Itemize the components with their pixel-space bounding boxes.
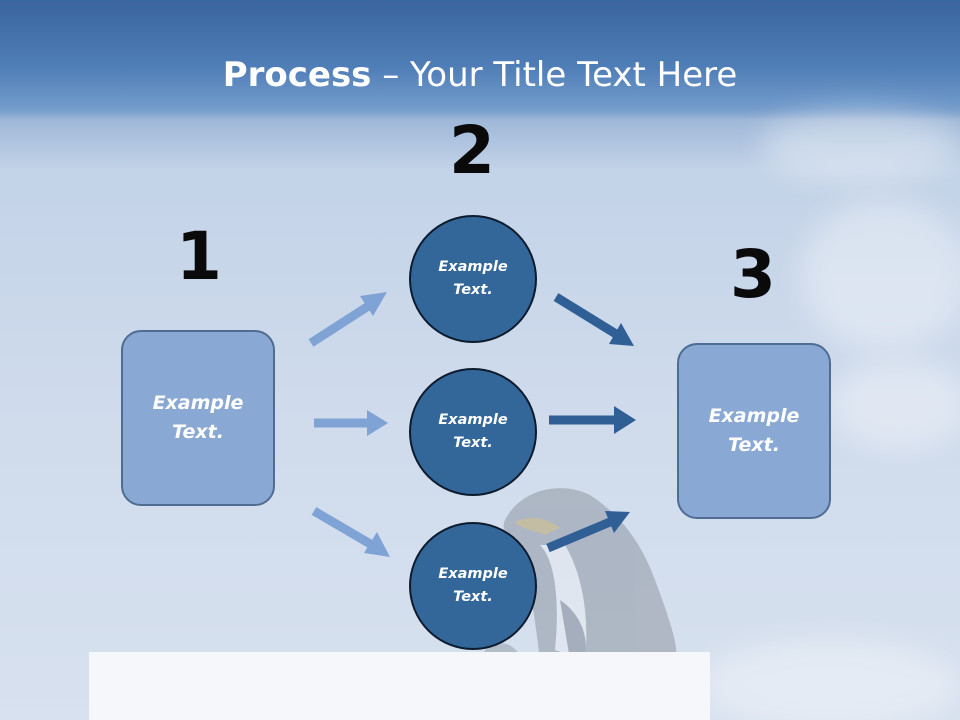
right-box-text: Example Text. [708,405,800,456]
title-rest: – Your Title Text Here [371,55,738,95]
sky-header-band [0,0,960,120]
circle-top-text: Example Text. [438,259,508,298]
step-number-2: 2 [449,112,495,189]
arrow-to-circle-top [308,292,387,347]
cloud [830,360,960,450]
arrow-to-circle-middle [314,410,388,436]
arrow-from-circle-top [553,293,634,346]
cloud [800,200,960,350]
bottom-panel [89,652,710,720]
circle-middle: Example Text. [409,368,537,496]
circle-bottom: Example Text. [409,522,537,650]
circle-middle-text: Example Text. [438,412,508,451]
left-text-box: Example Text. [121,330,275,506]
circle-top: Example Text. [409,215,537,343]
title-bold: Process [222,55,372,95]
left-box-text: Example Text. [152,392,244,443]
arrow-from-circle-bottom [546,511,630,553]
circle-bottom-text: Example Text. [438,566,508,605]
arrow-to-circle-bottom [311,507,390,557]
cloud [700,640,960,720]
slide-title: Process – Your Title Text Here [0,52,960,98]
right-text-box: Example Text. [677,343,831,519]
cloud [760,110,960,180]
step-number-3: 3 [730,236,776,313]
arrow-from-circle-middle [549,406,636,434]
step-number-1: 1 [176,218,222,295]
